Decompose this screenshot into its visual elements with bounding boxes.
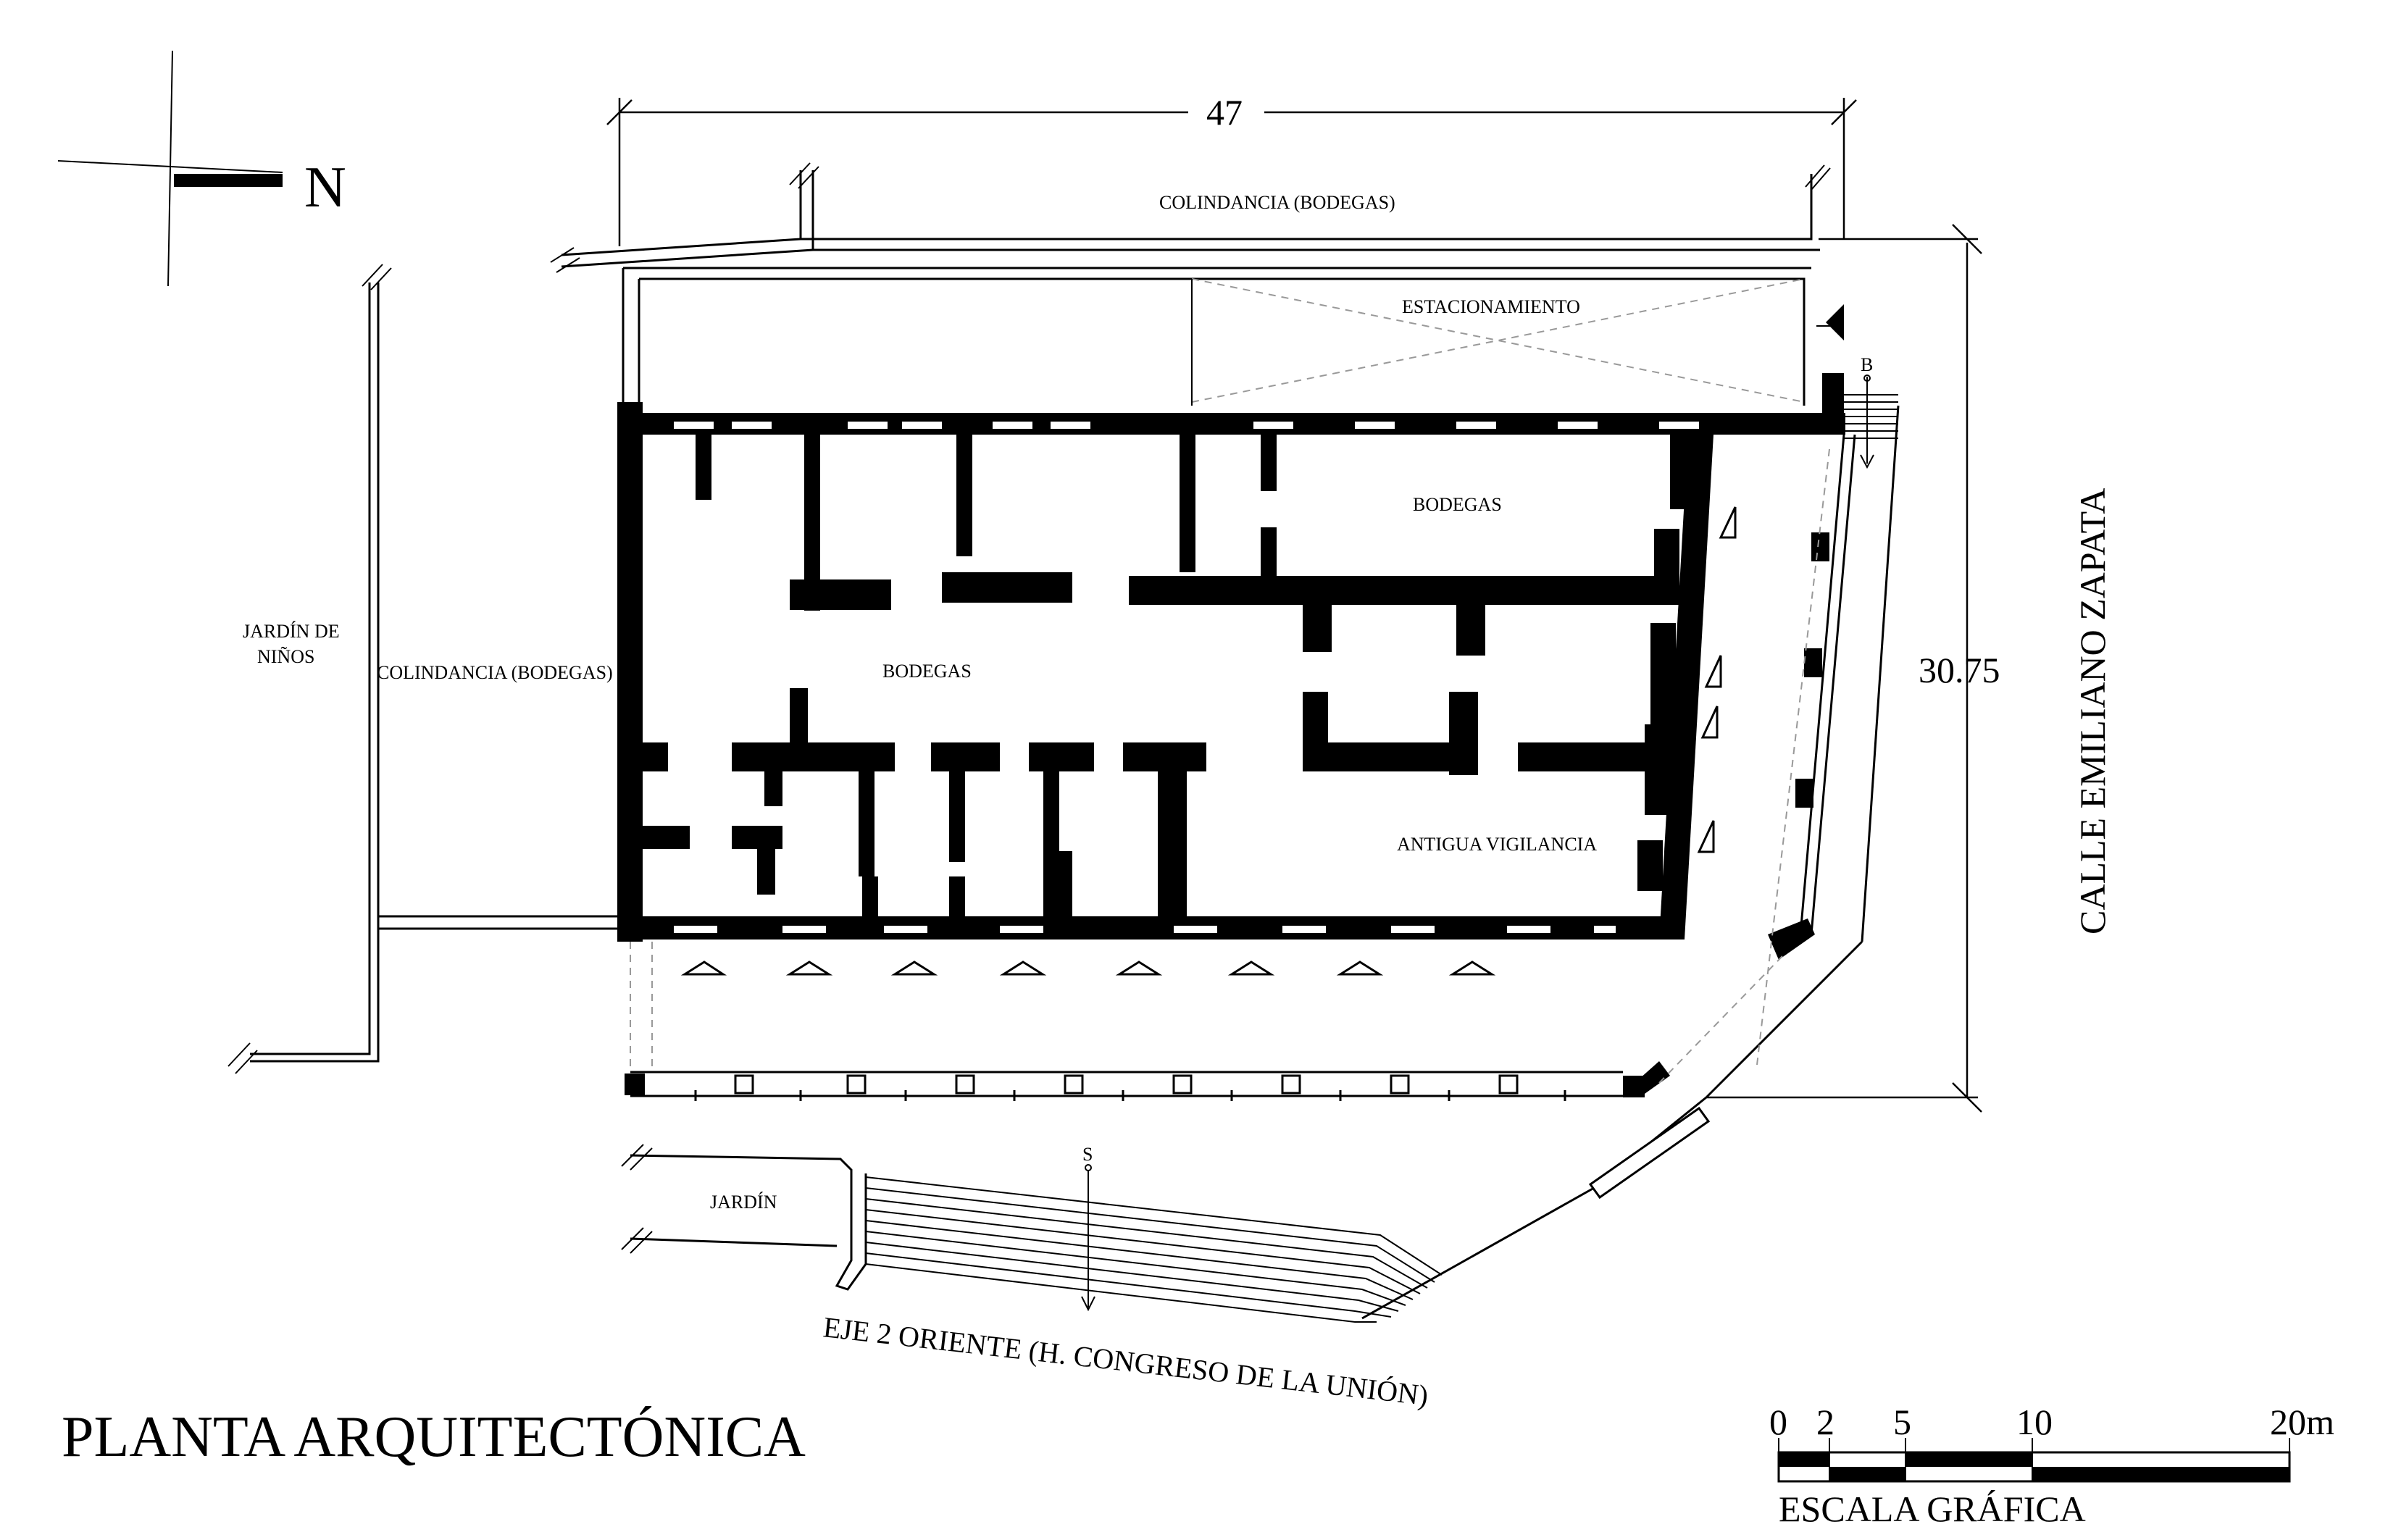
north-arrow: N (57, 50, 346, 287)
label-jardin: JARDÍN (710, 1192, 777, 1213)
drawing-title: PLANTA ARQUITECTÓNICA (62, 1405, 806, 1469)
stair-s-label: S (1082, 1144, 1093, 1165)
stair-b: B (1816, 304, 1898, 469)
parking-boundary (550, 162, 1831, 406)
label-estacionamiento: ESTACIONAMIENTO (1402, 296, 1580, 317)
label-colindancia-left: COLINDANCIA (BODEGAS) (377, 662, 613, 683)
scale-tick-0: 0 (1769, 1402, 1787, 1442)
portico (625, 942, 1645, 1101)
width-label: 47 (1206, 92, 1243, 133)
label-antigua-vigilancia: ANTIGUA VIGILANCIA (1397, 834, 1597, 855)
label-bodegas-upper: BODEGAS (1413, 494, 1502, 515)
east-boundary (1627, 405, 1900, 1099)
label-street-south: EJE 2 ORIENTE (H. CONGRESO DE LA UNIÓN) (822, 1310, 1430, 1412)
south-stairs: S (621, 1096, 1711, 1323)
north-arrow-bar (174, 174, 283, 187)
label-colindancia-top: COLINDANCIA (BODEGAS) (1159, 192, 1395, 213)
building-walls (617, 402, 1845, 942)
depth-dimension: 30.75 (1706, 224, 2000, 1113)
north-label: N (304, 156, 346, 219)
east-canopy-markers (1697, 506, 1737, 853)
label-jardin-ninos-line2: NIÑOS (257, 646, 314, 667)
scale-tick-2: 2 (1816, 1402, 1834, 1442)
label-bodegas-main: BODEGAS (882, 661, 972, 682)
scale-tick-10: 10 (2016, 1402, 2053, 1442)
label-street-east: CALLE EMILIANO ZAPATA (2072, 488, 2113, 934)
label-jardin-ninos-line1: JARDÍN DE (243, 621, 340, 642)
south-canopy-markers (680, 961, 1496, 976)
left-boundary (228, 264, 623, 1074)
graphic-scale: 0 2 5 10 20m ESCALA GRÁFICA (1769, 1402, 2334, 1529)
scale-tick-5: 5 (1893, 1402, 1911, 1442)
stair-b-label: B (1861, 354, 1873, 375)
scale-tick-20: 20m (2270, 1402, 2334, 1442)
depth-label: 30.75 (1919, 650, 2000, 690)
scale-title: ESCALA GRÁFICA (1779, 1489, 2086, 1529)
width-dimension: 47 (606, 92, 1857, 246)
